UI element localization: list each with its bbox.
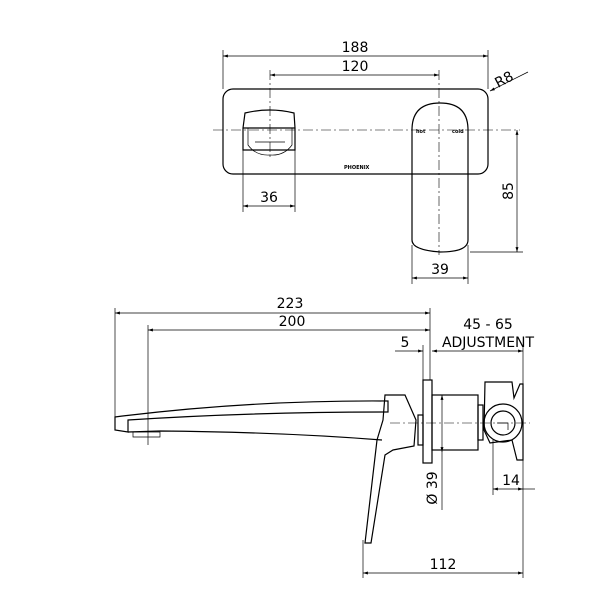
dim-223: 223 <box>277 296 304 312</box>
hot-label: hot <box>416 129 426 135</box>
dim-200: 200 <box>279 314 306 330</box>
handle-front <box>242 109 296 156</box>
mounting-bracket <box>483 381 524 461</box>
side-view: 223 200 5 45 - 65 ADJUSTMENT Ø 39 14 112 <box>114 296 535 578</box>
wall-flange <box>422 379 433 464</box>
collar <box>417 414 424 446</box>
dim-85: 85 <box>501 182 517 200</box>
spout-side <box>114 400 389 433</box>
dim-112: 112 <box>430 557 457 573</box>
dim-120: 120 <box>342 59 369 75</box>
wall-plate <box>222 88 489 175</box>
dim-39: 39 <box>431 262 449 278</box>
dim-r8: R8 <box>492 69 516 92</box>
dim-188: 188 <box>342 40 369 56</box>
dim-diameter-39: Ø 39 <box>425 471 441 504</box>
body <box>431 394 479 451</box>
dim-36: 36 <box>260 190 278 206</box>
lever-side <box>364 394 417 544</box>
cold-label: cold <box>452 129 464 135</box>
dim-adjustment-label: ADJUSTMENT <box>442 335 535 351</box>
dim-adjustment-range: 45 - 65 <box>463 317 513 333</box>
dim-14: 14 <box>502 473 520 489</box>
brand-label: PHOENIX <box>344 165 370 171</box>
dim-5: 5 <box>401 335 410 351</box>
spout-front <box>411 102 469 253</box>
front-view: hot cold PHOENIX 188 120 R8 36 39 85 <box>213 40 529 284</box>
